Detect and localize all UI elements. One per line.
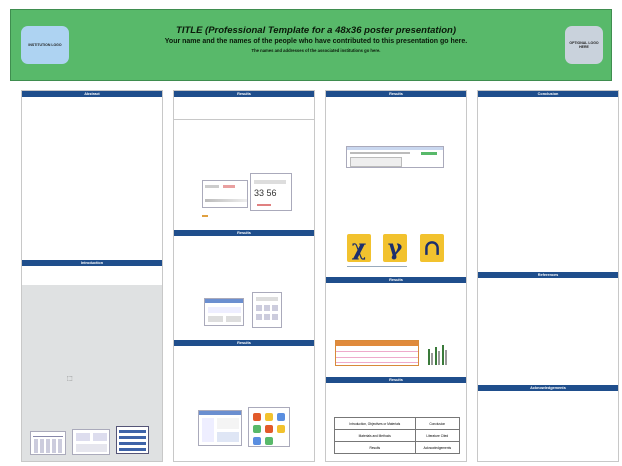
results-keypad-screenshot — [252, 292, 282, 328]
layout-cell: Literature Cited — [414, 429, 461, 442]
section-header-conclusion: Conclusion — [478, 91, 618, 97]
section-header-introduction: Introduction — [22, 260, 162, 266]
figure-caption-mark — [347, 266, 407, 267]
section-header-references: References — [478, 272, 618, 278]
layout-cell: Conclusion — [414, 417, 461, 430]
authors-line: Your name and the names of the people wh… — [164, 38, 468, 45]
column-2: Results 33 56 Results Re — [173, 90, 315, 462]
greek-tile-cap: ∩ — [420, 234, 444, 262]
layout-cell: Acknowledgements — [414, 441, 461, 454]
poster-title: TITLE (Professional Template for a 48x36… — [176, 25, 456, 36]
section-header-results-6: Results — [326, 377, 466, 383]
results-figure-values: 33 56 — [250, 173, 292, 211]
optional-logo-text: OPTIONAL LOGO HERE — [569, 40, 599, 49]
results-palette-screenshot — [248, 407, 290, 447]
divider — [174, 119, 314, 120]
section-header-results-1: Results — [174, 91, 314, 97]
results-figure-gauge — [202, 180, 248, 208]
results-data-table — [335, 340, 419, 366]
results-toolbar-screenshot — [346, 146, 444, 168]
optional-logo: OPTIONAL LOGO HERE — [565, 26, 603, 64]
layout-cell: Materials and Methods — [334, 429, 416, 442]
value-readout: 33 56 — [254, 188, 277, 198]
results-bar-chart — [426, 343, 452, 365]
section-header-abstract: Abstract — [22, 91, 162, 97]
greek-tile-gamma: γ — [383, 234, 407, 262]
intro-screenshot-1 — [30, 431, 66, 455]
layout-cell: Results — [334, 441, 416, 454]
results-dialog-screenshot — [204, 298, 244, 326]
layout-cell: Introduction, Objectives or Materials — [334, 417, 416, 430]
section-header-acknowledgements: Acknowledgements — [478, 385, 618, 391]
institution-logo: INSTITUTION LOGO — [21, 26, 69, 64]
section-header-results-2: Results — [174, 230, 314, 236]
column-3: Results χ γ ∩ Results Results — [325, 90, 467, 462]
section-header-results-3: Results — [174, 340, 314, 346]
title-banner: INSTITUTION LOGO TITLE (Professional Tem… — [10, 9, 612, 81]
intro-screenshot-3 — [116, 426, 149, 454]
section-header-results-5: Results — [326, 277, 466, 283]
institution-logo-text: INSTITUTION LOGO — [28, 42, 62, 47]
intro-screenshot-2 — [72, 429, 110, 455]
cursor-icon: ⬚ — [67, 376, 73, 382]
column-4: Conclusion References Acknowledgements — [477, 90, 619, 462]
poster-layout-table: Introduction, Objectives or Materials Co… — [334, 417, 461, 454]
figure-caption-mark — [202, 215, 208, 217]
greek-tile-chi: χ — [347, 234, 371, 262]
results-window-screenshot — [198, 410, 242, 446]
institutions-line: The names and addresses of the associate… — [251, 48, 381, 53]
section-header-results-4: Results — [326, 91, 466, 97]
column-1: Abstract Introduction ⬚ — [21, 90, 163, 462]
